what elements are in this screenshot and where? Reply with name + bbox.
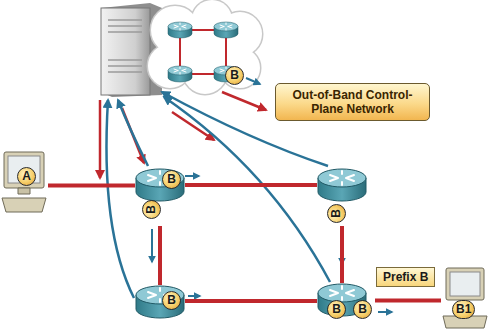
pc-base xyxy=(2,198,46,212)
pc-icon xyxy=(443,268,487,328)
router-icon xyxy=(168,22,192,38)
prefix-badge: B xyxy=(162,291,181,310)
control-arrows xyxy=(100,92,266,178)
router-node: BB xyxy=(317,283,375,319)
router-icon xyxy=(168,66,192,82)
router-node: BB xyxy=(135,168,185,226)
prefix-badge: B1 xyxy=(452,300,475,319)
pc-icon xyxy=(2,152,46,212)
server-front xyxy=(101,8,150,95)
network-link xyxy=(48,184,135,188)
pc-stand xyxy=(18,188,30,194)
label-text: Prefix B xyxy=(383,270,428,284)
prefix-badge: B xyxy=(162,170,181,189)
cloud-network xyxy=(148,0,262,94)
label-text: Out-of-Band Control-Plane Network xyxy=(284,88,421,116)
prefix-badge: B xyxy=(142,200,161,219)
update-arrows xyxy=(106,92,330,298)
network-link xyxy=(185,299,317,303)
prefix-badge: B xyxy=(327,300,346,319)
cloud-fill xyxy=(148,0,262,94)
pc-monitor xyxy=(4,152,44,188)
network-link xyxy=(375,299,441,303)
prefix-badge: A xyxy=(17,167,36,186)
router-icon xyxy=(136,169,184,201)
network-link xyxy=(185,183,317,187)
router-node: B xyxy=(205,62,247,88)
cloud-outline xyxy=(148,0,262,94)
callout-box: Out-of-Band Control-Plane Network xyxy=(275,83,430,121)
router-icon xyxy=(318,169,366,201)
network-link xyxy=(340,226,344,283)
prefix-badge: B xyxy=(327,204,346,223)
router-node: B xyxy=(317,168,367,226)
prefix-badge: B xyxy=(353,300,372,319)
network-link xyxy=(158,226,162,285)
pc-node: A xyxy=(3,150,48,214)
router-node: B xyxy=(135,285,185,319)
pc-node: B1 xyxy=(441,266,487,330)
router-icon xyxy=(214,22,238,38)
server-slots xyxy=(108,20,142,72)
prefix-badge: B xyxy=(225,66,244,85)
pc-screen xyxy=(450,272,480,296)
prefix-label: Prefix B xyxy=(376,267,435,287)
router-icon xyxy=(136,286,184,318)
pc-monitor xyxy=(446,268,484,300)
